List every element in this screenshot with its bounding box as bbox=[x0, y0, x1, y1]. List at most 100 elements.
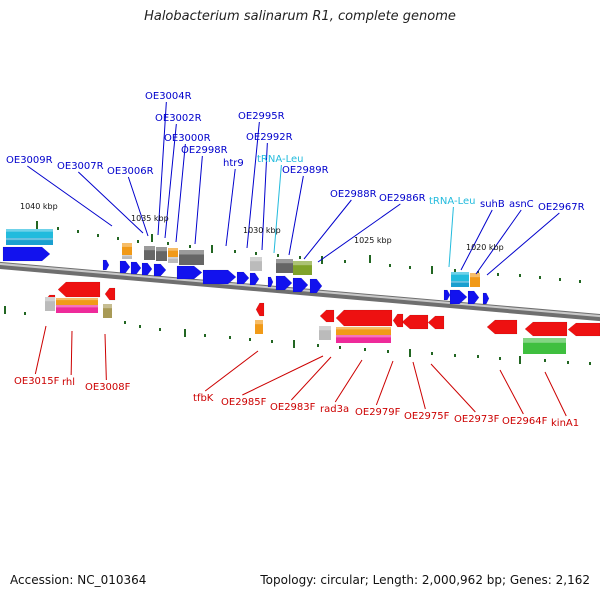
forward-gene bbox=[153, 263, 167, 277]
scale-tick bbox=[97, 234, 99, 237]
misc-feature bbox=[144, 246, 155, 260]
rna-feature bbox=[6, 229, 53, 238]
misc-feature-shine bbox=[523, 338, 566, 343]
scale-tick bbox=[477, 355, 479, 358]
scale-tick bbox=[409, 349, 411, 357]
feature-label-trna-leu: tRNA-Leu bbox=[257, 154, 303, 165]
scale-tick bbox=[544, 359, 546, 362]
misc-feature bbox=[103, 304, 112, 318]
feature-label-oe2989r: OE2989R bbox=[282, 165, 329, 176]
forward-gene bbox=[249, 272, 260, 286]
forward-gene bbox=[267, 276, 274, 288]
trna-feature bbox=[451, 272, 469, 281]
misc-feature-shine bbox=[250, 257, 262, 262]
leader-line bbox=[194, 155, 203, 245]
scale-tick bbox=[189, 245, 191, 248]
scale-tick bbox=[117, 237, 119, 240]
misc-feature-shine bbox=[103, 304, 112, 309]
leader-line bbox=[261, 142, 268, 251]
leader-line bbox=[34, 325, 47, 375]
leader-line bbox=[430, 363, 476, 413]
misc-feature bbox=[179, 250, 204, 265]
scale-tick bbox=[579, 280, 581, 283]
feature-label-oe3007r: OE3007R bbox=[57, 161, 104, 172]
reverse-gene bbox=[427, 315, 445, 330]
reverse-gene bbox=[392, 313, 404, 328]
leader-line bbox=[475, 209, 522, 275]
leader-line bbox=[70, 330, 73, 376]
reverse-gene bbox=[319, 309, 335, 323]
scale-tick bbox=[211, 245, 213, 253]
feature-label-asnc: asnC bbox=[509, 199, 534, 210]
misc-feature-shine bbox=[336, 335, 391, 338]
misc-feature-shine bbox=[122, 243, 132, 247]
feature-label-oe3002r: OE3002R bbox=[155, 113, 202, 124]
scale-tick bbox=[255, 252, 257, 255]
misc-feature-shine bbox=[122, 255, 132, 257]
trna-feature-shine bbox=[451, 272, 469, 275]
scale-tick bbox=[124, 321, 126, 324]
feature-label-oe2979f: OE2979F bbox=[355, 407, 401, 418]
scale-tick bbox=[499, 357, 501, 360]
reverse-gene bbox=[104, 287, 116, 301]
misc-feature bbox=[255, 320, 263, 334]
scale-tick bbox=[477, 271, 479, 274]
leader-line bbox=[27, 165, 113, 227]
misc-feature bbox=[45, 297, 55, 311]
reverse-gene bbox=[335, 309, 393, 327]
misc-feature bbox=[168, 257, 178, 263]
feature-label-oe3008f: OE3008F bbox=[85, 382, 131, 393]
scale-tick bbox=[137, 240, 139, 243]
feature-label-oe2985f: OE2985F bbox=[221, 397, 267, 408]
feature-label-oe3006r: OE3006R bbox=[107, 166, 154, 177]
scale-tick bbox=[364, 348, 366, 351]
scale-tick bbox=[431, 352, 433, 355]
feature-label-rhl: rhl bbox=[62, 377, 75, 388]
misc-feature-shine bbox=[470, 273, 480, 278]
map-title: Halobacterium salinarum R1, complete gen… bbox=[144, 9, 456, 24]
forward-gene bbox=[467, 290, 480, 305]
leader-line bbox=[375, 360, 394, 406]
forward-gene bbox=[292, 277, 309, 293]
misc-feature-shine bbox=[156, 247, 167, 252]
rna-feature-shine bbox=[6, 238, 53, 241]
misc-feature-shine bbox=[255, 320, 263, 325]
leader-line bbox=[127, 176, 149, 237]
feature-label-oe2983f: OE2983F bbox=[270, 402, 316, 413]
trna-feature-shine bbox=[451, 281, 469, 283]
scale-tick bbox=[321, 256, 323, 264]
scale-tick bbox=[454, 269, 456, 272]
feature-label-oe3015f: OE3015F bbox=[14, 376, 60, 387]
reverse-gene bbox=[524, 321, 568, 337]
scale-tick bbox=[167, 242, 169, 245]
leader-line bbox=[164, 123, 177, 239]
rna-feature bbox=[6, 238, 53, 245]
scale-tick bbox=[369, 255, 371, 263]
misc-feature-shine bbox=[319, 326, 331, 331]
leader-line bbox=[225, 168, 236, 247]
misc-feature-shine bbox=[144, 246, 155, 251]
feature-label-suhb: suhB bbox=[480, 199, 505, 210]
feature-label-oe3009r: OE3009R bbox=[6, 155, 53, 166]
scale-tick bbox=[339, 346, 341, 349]
scale-tick bbox=[299, 256, 301, 259]
accession-text: Accession: NC_010364 bbox=[10, 573, 147, 587]
leader-line bbox=[486, 212, 560, 276]
scale-tick bbox=[204, 334, 206, 337]
forward-gene bbox=[141, 262, 153, 276]
scale-tick bbox=[57, 227, 59, 230]
misc-feature-shine bbox=[276, 259, 293, 264]
feature-label-oe3000r: OE3000R bbox=[164, 133, 211, 144]
scale-tick bbox=[519, 356, 521, 364]
scale-label: 1030 kbp bbox=[243, 226, 281, 235]
misc-feature bbox=[336, 327, 391, 335]
leader-line bbox=[175, 143, 186, 243]
feature-label-oe2975f: OE2975F bbox=[404, 411, 450, 422]
feature-label-trna-leu: tRNA-Leu bbox=[429, 196, 475, 207]
misc-feature bbox=[56, 298, 98, 305]
scale-tick bbox=[344, 260, 346, 263]
scale-tick bbox=[249, 338, 251, 341]
forward-gene bbox=[449, 289, 468, 305]
